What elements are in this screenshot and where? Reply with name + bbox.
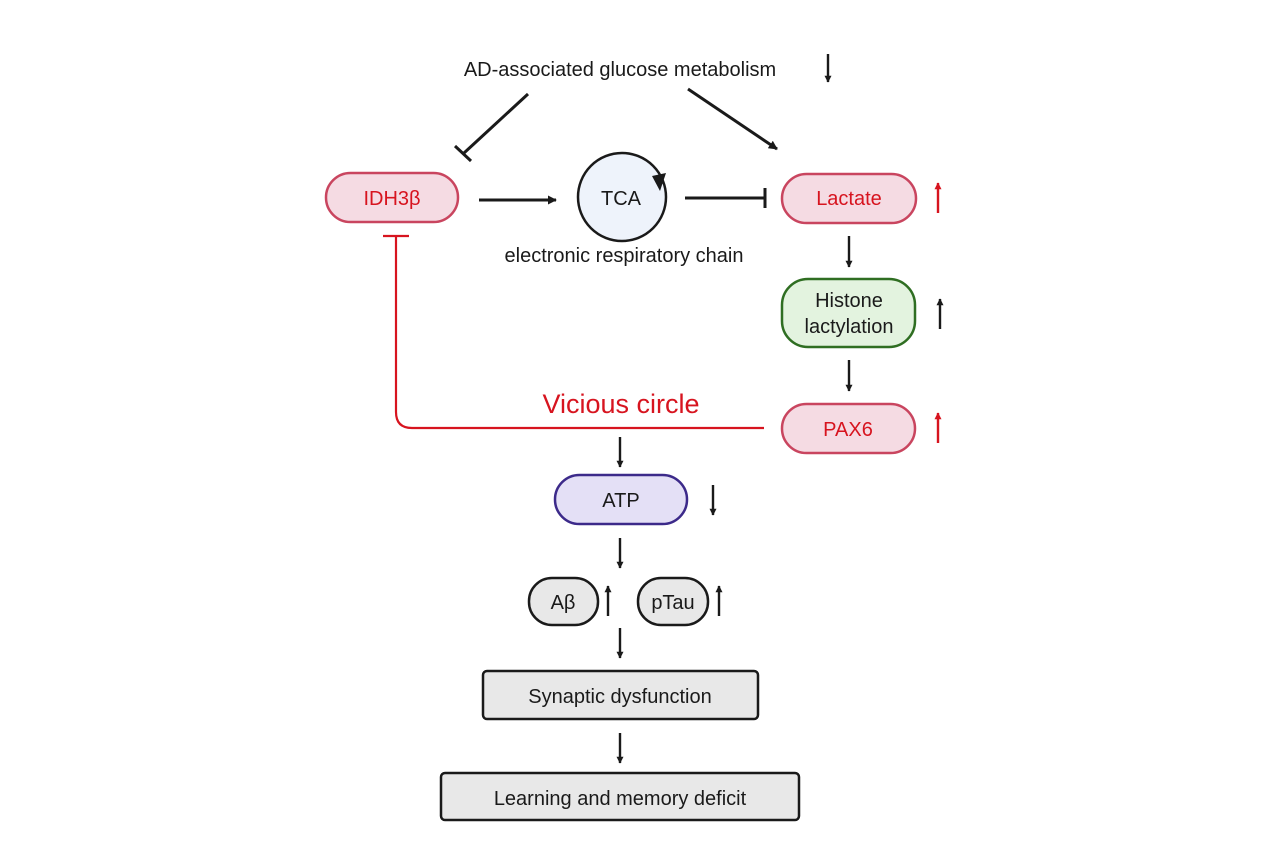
pax6-node [780, 402, 917, 455]
ptau-node [636, 576, 710, 627]
tca-cycle-arrow-icon [652, 173, 666, 191]
atp-label: ATP [602, 490, 639, 512]
lactate-node [780, 172, 918, 225]
tca-node [576, 151, 668, 243]
inhibit-glucose-idh3b [453, 92, 530, 163]
top-label: AD-associated glucose metabolism [464, 59, 776, 81]
learning-memory-deficit-node [439, 771, 801, 822]
histone-lactylation-node [780, 277, 917, 349]
learning-memory-deficit-label: Learning and memory deficit [494, 788, 747, 810]
vicious-circle-inhibit-line [394, 236, 764, 430]
inhibit-tca-lactate [685, 188, 767, 208]
histone-label-line2: lactylation [805, 316, 894, 338]
abeta-label: Aβ [551, 592, 576, 614]
idh3b-node [324, 171, 460, 224]
histone-label-line1: Histone [815, 290, 883, 312]
pax6-label: PAX6 [823, 419, 873, 441]
arrow-glucose-lactate [687, 87, 778, 151]
abeta-node [527, 576, 600, 627]
electron-chain-label: electronic respiratory chain [505, 245, 744, 267]
tca-label: TCA [601, 188, 642, 210]
atp-node [553, 473, 689, 526]
synaptic-dysfunction-label: Synaptic dysfunction [528, 686, 711, 708]
synaptic-dysfunction-node [481, 669, 760, 721]
vicious-circle-label: Vicious circle [542, 389, 699, 419]
idh3b-label: IDH3β [363, 188, 420, 210]
ptau-label: pTau [651, 592, 694, 614]
lactate-label: Lactate [816, 188, 882, 210]
